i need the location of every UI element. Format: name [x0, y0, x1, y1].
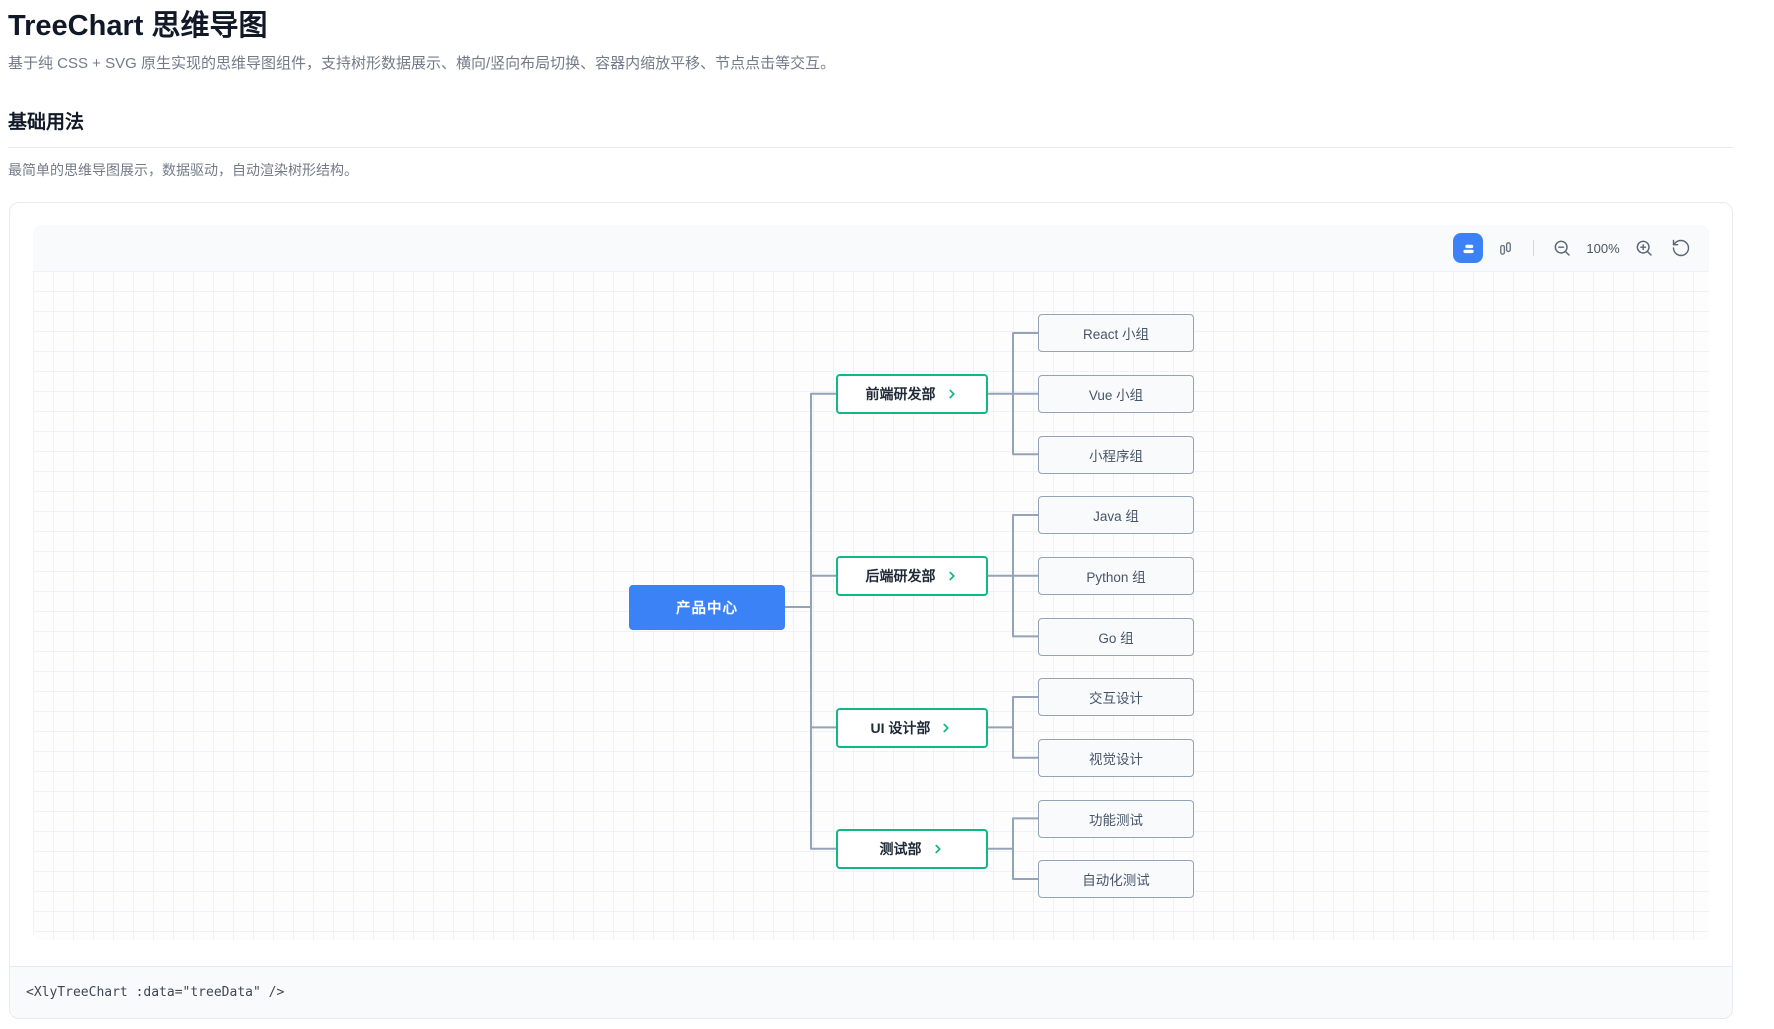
- tree-node-team[interactable]: Go 组: [1038, 617, 1194, 656]
- chevron-right-icon: [948, 571, 955, 581]
- section-divider: [8, 147, 1733, 149]
- section-heading: 基础用法: [8, 112, 85, 134]
- vertical-layout-button[interactable]: [1490, 233, 1520, 263]
- vertical-layout-icon: [1499, 241, 1511, 255]
- tree-node-team[interactable]: 自动化测试: [1038, 860, 1194, 899]
- tree-node-team[interactable]: 视觉设计: [1038, 738, 1194, 777]
- tree-node-team[interactable]: React 小组: [1038, 314, 1194, 353]
- node-label: 交互设计: [1089, 691, 1143, 707]
- zoom-in-icon: [1636, 240, 1652, 256]
- connector-lines: [784, 332, 1039, 881]
- node-label: 前端研发部: [865, 385, 936, 402]
- toolbar-divider: [1533, 240, 1534, 257]
- tree-node-team[interactable]: Java 组: [1038, 496, 1194, 535]
- zoom-level: 100%: [1586, 240, 1620, 256]
- zoom-in-button[interactable]: [1629, 233, 1659, 263]
- tree-chart-panel: 100% React 小: [33, 225, 1709, 941]
- node-label: 测试部: [879, 840, 922, 857]
- zoom-out-button[interactable]: [1547, 233, 1577, 263]
- node-label: 产品中心: [676, 600, 738, 617]
- tree-chart-canvas[interactable]: React 小组 Vue 小组小程序组 前端研发部 Java 组 Python 组 Go …: [33, 271, 1709, 941]
- page-title: TreeChart 思维导图: [8, 10, 268, 42]
- node-label: 功能测试: [1089, 812, 1143, 828]
- chevron-right-icon: [934, 844, 941, 854]
- tree-node-root[interactable]: 产品中心: [629, 584, 785, 630]
- node-label: 小程序组: [1089, 448, 1143, 464]
- tree-node-department[interactable]: UI 设计部: [836, 707, 988, 748]
- tree-node-department[interactable]: 前端研发部: [836, 373, 988, 414]
- chart-toolbar: 100%: [33, 225, 1709, 272]
- zoom-out-icon: [1554, 240, 1570, 256]
- tree-node-team[interactable]: 功能测试: [1038, 799, 1194, 838]
- code-snippet-bar: <XlyTreeChart :data="treeData" />: [10, 966, 1732, 1019]
- horizontal-layout-button[interactable]: [1453, 233, 1483, 264]
- node-label: 自动化测试: [1082, 873, 1150, 889]
- node-label: 后端研发部: [865, 567, 936, 584]
- tree-node-team[interactable]: Vue 小组: [1038, 374, 1194, 413]
- chevron-right-icon: [948, 389, 955, 399]
- tree-node-team[interactable]: Python 组: [1038, 556, 1194, 595]
- node-label: Go 组: [1098, 630, 1134, 646]
- node-label: UI 设计部: [870, 719, 931, 736]
- node-label: Java 组: [1093, 509, 1139, 525]
- tree-node-department[interactable]: 测试部: [836, 828, 988, 869]
- demo-card: 100% React 小: [9, 202, 1733, 1020]
- tree-node-team[interactable]: 交互设计: [1038, 678, 1194, 717]
- node-label: Vue 小组: [1088, 387, 1144, 403]
- section-description: 最简单的思维导图展示，数据驱动，自动渲染树形结构。: [8, 162, 358, 179]
- node-label: React 小组: [1082, 327, 1150, 343]
- page-subtitle: 基于纯 CSS + SVG 原生实现的思维导图组件，支持树形数据展示、横向/竖向…: [8, 55, 836, 73]
- tree-node-team[interactable]: 小程序组: [1038, 435, 1194, 474]
- tree-node-department[interactable]: 后端研发部: [836, 555, 988, 596]
- reset-view-button[interactable]: [1666, 233, 1696, 263]
- node-label: 视觉设计: [1089, 751, 1143, 767]
- horizontal-layout-icon: [1462, 244, 1474, 253]
- reset-icon: [1672, 240, 1690, 257]
- node-label: Python 组: [1086, 569, 1146, 585]
- chevron-right-icon: [943, 723, 950, 733]
- code-snippet: <XlyTreeChart :data="treeData" />: [26, 985, 285, 1001]
